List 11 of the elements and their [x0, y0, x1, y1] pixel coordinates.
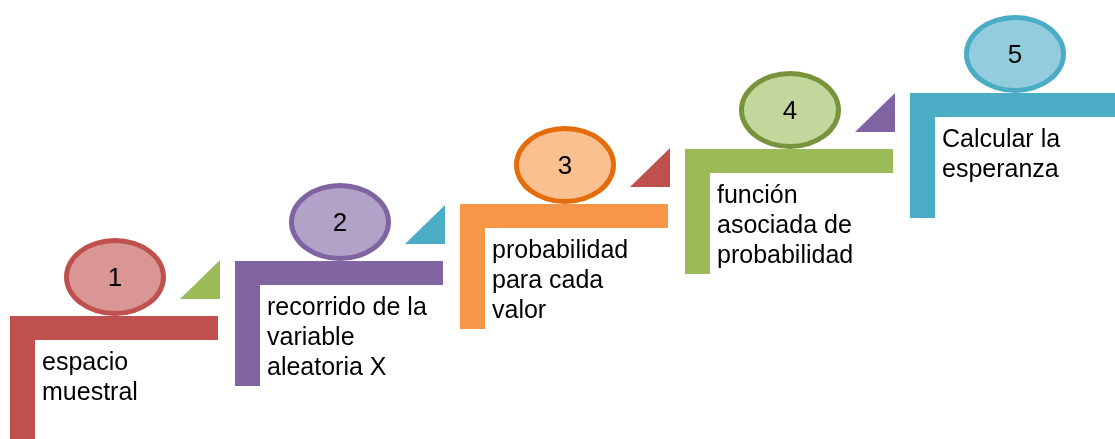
step-text: Calcular la esperanza: [942, 123, 1062, 183]
step-bar: [910, 93, 1115, 218]
number-circle: 3: [514, 126, 616, 204]
number-circle: 5: [964, 15, 1066, 93]
step-text: espacio muestral: [42, 346, 139, 406]
number-circle: 2: [289, 183, 391, 261]
number-circle: 1: [64, 238, 166, 316]
number-circle: 4: [739, 71, 841, 149]
step-text: función asociada de probabilidad: [717, 179, 855, 269]
step-text: probabilidad para cada valor: [492, 234, 630, 324]
step-text: recorrido de la variable aleatoria X: [267, 291, 428, 381]
